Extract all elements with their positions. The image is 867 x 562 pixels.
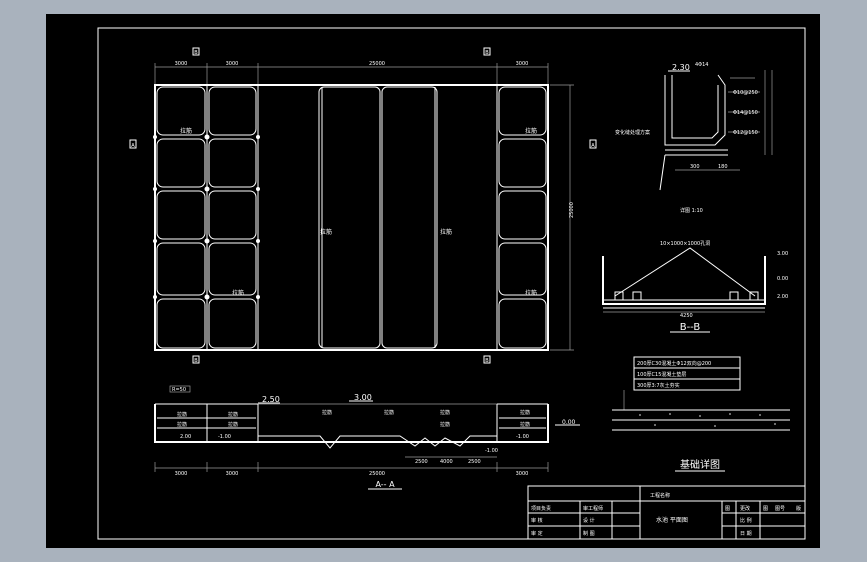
- section-mark-b2: B: [485, 50, 489, 56]
- detail-callout-3: Φ12@150: [733, 130, 758, 136]
- bb-dim: 4250: [680, 313, 693, 319]
- aa-dim-1: 3000: [175, 471, 188, 477]
- detail-scale: 详图 1:10: [680, 207, 703, 214]
- plan-dim-2: 3000: [226, 61, 239, 67]
- pool-outline: [154, 84, 549, 351]
- aa-label-2: 拉筋: [228, 411, 238, 418]
- aa-tag: R=50: [172, 387, 186, 393]
- aa-dim-2: 3000: [226, 471, 239, 477]
- detail-elev: 2.30: [672, 63, 690, 72]
- tb-cell-1: 项目负责: [531, 505, 551, 512]
- plan-dim-right: 25000: [569, 202, 575, 218]
- detail-top-tag: 4Φ14: [695, 62, 708, 68]
- tb-cell-12: 比 例: [740, 517, 752, 524]
- aa-label-3: 拉筋: [177, 421, 187, 428]
- plan-label-cl: 拉筋: [320, 228, 332, 236]
- tb-cell-11: 版: [796, 505, 801, 512]
- title-block: 工程名称 水池 平面图 项目负责 审工程师 审 核 设 计 审 定 制 图 图 …: [527, 485, 806, 540]
- tb-cell-6: 制 图: [583, 530, 595, 537]
- plan-label-br: 拉筋: [525, 289, 537, 297]
- plan-dim-1: 3000: [175, 61, 188, 67]
- tb-cell-13: 日 期: [740, 531, 752, 537]
- detail-callout-1: Φ10@250: [733, 90, 758, 96]
- aa-elev-right: 0.00: [562, 419, 576, 426]
- aa-label-8: 拉筋: [520, 409, 530, 416]
- tb-company: 工程名称: [650, 492, 670, 499]
- bb-note: 10×1000×1000孔洞: [660, 240, 710, 247]
- tb-cell-8: 更改: [740, 505, 750, 512]
- plan-label-tl: 拉筋: [180, 127, 192, 135]
- aa-label-1: 拉筋: [177, 411, 187, 418]
- aa-dim-3: 25000: [369, 471, 385, 477]
- tb-cell-10: 图号: [775, 506, 785, 512]
- aa-label-7: 拉筋: [440, 409, 450, 416]
- aa-title: A-- A: [375, 480, 395, 489]
- bb-elev-2: 0.00: [777, 276, 788, 282]
- aa-pit-dim-2: 4000: [440, 459, 453, 465]
- tb-cell-7: 图: [725, 506, 730, 512]
- aa-elev-low2: 2.00: [180, 434, 191, 440]
- section-bb: 10×1000×1000孔洞 3.00 0.00 2.00 4250 B--B: [602, 240, 788, 333]
- section-mark-a2: A: [591, 143, 595, 149]
- bb-title: B--B: [680, 322, 701, 333]
- foundation-layer-1: 200厚C30混凝土Φ12双向@200: [637, 360, 711, 367]
- bb-elev-3: 2.00: [777, 294, 788, 300]
- aa-elev-left: 2.50: [262, 395, 280, 404]
- aa-label-4: 拉筋: [228, 421, 238, 428]
- tb-cell-3: 审 核: [531, 517, 543, 524]
- wall-detail: 2.30 4Φ14 Φ10@250 Φ14@150 Φ12@150 变化缝处理方…: [615, 62, 773, 214]
- aa-dim-4: 3000: [516, 471, 529, 477]
- aa-elev-top: 3.00: [354, 393, 372, 402]
- aa-label-9: 拉筋: [520, 421, 530, 428]
- plan-view: 3000 3000 25000 3000 25000 B B B B A A 拉…: [129, 47, 597, 364]
- tb-cell-5: 审 定: [531, 530, 543, 537]
- tb-drawing-title: 水池 平面图: [656, 516, 688, 524]
- foundation-layer-3: 300厚3:7灰土夯实: [637, 382, 680, 389]
- foundation-detail: 200厚C30混凝土Φ12双向@200 100厚C15混凝土垫层 300厚3:7…: [612, 356, 790, 472]
- foundation-layer-2: 100厚C15混凝土垫层: [637, 371, 686, 378]
- bb-elev-1: 3.00: [777, 251, 788, 257]
- plan-dim-3: 25000: [369, 61, 385, 67]
- section-mark-b1: B: [194, 50, 198, 56]
- aa-pit-dim-3: 2500: [468, 459, 481, 465]
- foundation-title: 基础详图: [680, 458, 720, 471]
- aa-pit-dim-1: 2500: [415, 459, 428, 465]
- section-aa: R=50 2.50 3.00 0.00 2.00 -1.00 -1.00 -1.…: [154, 385, 580, 490]
- section-mark-b3: B: [194, 358, 198, 364]
- detail-note-left: 变化缝处理方案: [615, 129, 650, 136]
- plan-dim-4: 3000: [516, 61, 529, 67]
- tb-cell-9: 图: [763, 506, 768, 512]
- plan-label-ml: 拉筋: [232, 289, 244, 297]
- plan-label-cr: 拉筋: [440, 228, 452, 236]
- aa-label-5: 拉筋: [322, 409, 332, 416]
- aa-label-10: 拉筋: [440, 421, 450, 428]
- aa-label-6: 拉筋: [384, 409, 394, 416]
- section-mark-b4: B: [485, 358, 489, 364]
- aa-elev-low: -1.00: [218, 434, 231, 440]
- tb-cell-2: 审工程师: [583, 505, 603, 512]
- drawing-sheet: 3000 3000 25000 3000 25000 B B B B A A 拉…: [46, 14, 820, 548]
- inner-frame: [97, 27, 806, 540]
- section-mark-a1: A: [131, 143, 135, 149]
- cad-drawing: 3000 3000 25000 3000 25000 B B B B A A 拉…: [97, 27, 806, 540]
- detail-dim-2: 180: [718, 164, 728, 170]
- aa-elev-low3: -1.00: [516, 434, 529, 440]
- detail-callout-2: Φ14@150: [733, 110, 758, 116]
- aa-elev-pit: -1.00: [485, 448, 498, 454]
- tb-cell-4: 设 计: [583, 517, 595, 524]
- detail-dim-1: 300: [690, 164, 700, 170]
- plan-label-tr: 拉筋: [525, 127, 537, 135]
